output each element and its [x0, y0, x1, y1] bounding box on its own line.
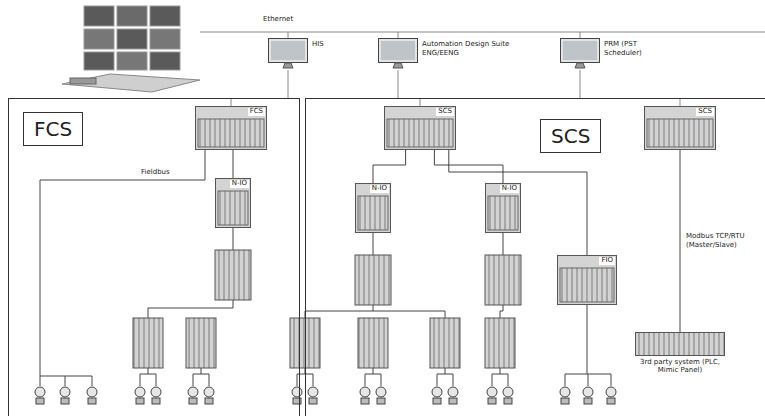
instrument-symbol: [292, 382, 302, 404]
node-text: HIS: [312, 40, 324, 49]
instrument-symbol: [151, 382, 161, 404]
instrument-symbol: [188, 382, 198, 404]
instrument-symbol: [308, 382, 318, 404]
instrument-symbol: [35, 382, 45, 404]
instrument-symbol: [204, 382, 214, 404]
monitor-icon: [268, 38, 308, 70]
controller-unit: N-IO: [215, 178, 251, 228]
io-connection: [680, 150, 681, 332]
workstation-monitor: PRM (PST Scheduler): [560, 38, 666, 70]
instrument-symbol: [583, 382, 593, 404]
controller-unit: SCS: [384, 106, 456, 150]
network-label: Ethernet: [262, 15, 294, 23]
instrument-symbol: [376, 382, 386, 404]
node-text: FCS: [248, 108, 265, 116]
protocol-label: Modbus TCP/RTU (Master/Slave): [685, 232, 759, 250]
network-label: Fieldbus: [140, 168, 171, 176]
io-connection: [449, 150, 587, 255]
node-text: PRM (PST Scheduler): [604, 40, 666, 58]
io-connection: [434, 150, 503, 183]
node-text: FIO: [599, 257, 615, 265]
video-wall: [62, 6, 200, 92]
node-text: SCS: [696, 108, 714, 116]
system-region: FCS FCS N-IO: [8, 98, 300, 416]
node-text: FCS: [23, 112, 83, 146]
instrument-wire: [492, 368, 508, 382]
instrument-wire: [193, 368, 209, 382]
monitor-icon: [560, 38, 600, 70]
instrument-symbol: [432, 382, 442, 404]
controller-unit: SCS: [644, 106, 716, 150]
instrument-symbol: [448, 382, 458, 404]
io-connection: [233, 150, 234, 178]
node-text: Automation Design Suite ENG/EENG: [422, 40, 522, 58]
node-text: SCS: [540, 119, 601, 153]
io-connection: [373, 150, 406, 183]
third-party-system: 3rd party system (PLC, Mimic Panel): [630, 332, 730, 375]
instrument-symbol: [60, 382, 70, 404]
monitor-icon: [378, 38, 418, 70]
instrument-wire: [437, 368, 453, 382]
node-text: N-IO: [230, 180, 249, 188]
workstation-monitor: Automation Design Suite ENG/EENG: [378, 38, 522, 70]
instrument-symbol: [560, 382, 570, 404]
instrument-symbol: [503, 382, 513, 404]
workstation-monitor: HIS: [268, 38, 324, 70]
node-text: 3rd party system (PLC, Mimic Panel): [630, 358, 730, 375]
instrument-symbol: [606, 382, 616, 404]
node-text: N-IO: [370, 185, 389, 193]
instrument-wire: [140, 368, 156, 382]
io-wiring: [40, 150, 611, 382]
controller-unit: N-IO: [355, 183, 391, 233]
instrument-symbol: [87, 382, 97, 404]
controller-unit: FCS: [195, 106, 267, 150]
controller-unit: N-IO: [485, 183, 521, 233]
instrument-wire: [365, 368, 381, 382]
node-text: SCS: [436, 108, 454, 116]
instrument-symbol: [135, 382, 145, 404]
io-modules: [133, 250, 521, 368]
controller-unit: FIO: [557, 255, 617, 305]
panel-icon: [635, 332, 725, 356]
node-text: N-IO: [500, 185, 519, 193]
instrument-symbol: [360, 382, 370, 404]
instrument-symbol: [487, 382, 497, 404]
ethernet-bus: [200, 32, 765, 106]
system-region: SCS SCS SCS N-IO N-IO FIO 3rd party system (PL…: [305, 98, 765, 416]
field-instruments: [35, 368, 616, 404]
